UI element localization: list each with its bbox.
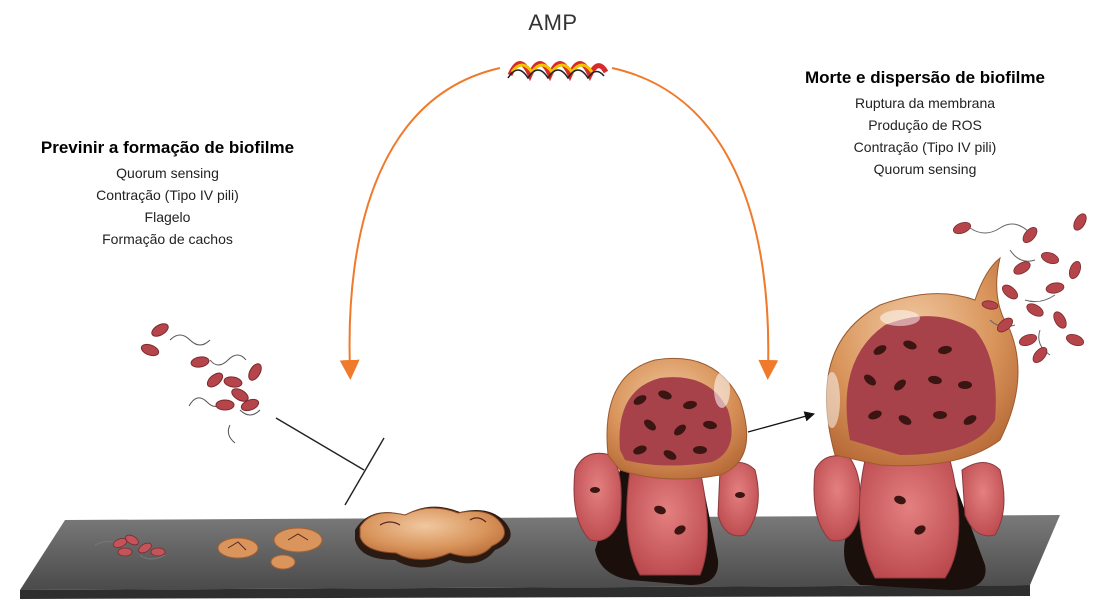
death-block: Morte e dispersão de biofilme Ruptura da…: [755, 68, 1095, 180]
prevent-item: Formação de cachos: [0, 228, 335, 250]
inhibition-marker: [276, 418, 384, 505]
amp-label: AMP: [513, 10, 593, 36]
prevent-item: Quorum sensing: [0, 162, 335, 184]
death-item: Quorum sensing: [755, 158, 1095, 180]
prevent-item: Contração (Tipo IV pili): [0, 184, 335, 206]
progression-arrow: [748, 415, 810, 432]
prevent-item: Flagelo: [0, 206, 335, 228]
amp-helix-icon: [508, 64, 606, 79]
prevent-block: Previnir a formação de biofilme Quorum s…: [0, 138, 335, 250]
death-title: Morte e dispersão de biofilme: [755, 68, 1095, 88]
planktonic-bacteria: [140, 321, 264, 443]
death-item: Contração (Tipo IV pili): [755, 136, 1095, 158]
death-item: Ruptura da membrana: [755, 92, 1095, 114]
death-list: Ruptura da membrana Produção de ROS Cont…: [755, 92, 1095, 180]
death-item: Produção de ROS: [755, 114, 1095, 136]
arrow-to-prevent: [350, 68, 500, 370]
prevent-title: Previnir a formação de biofilme: [0, 138, 335, 158]
prevent-list: Quorum sensing Contração (Tipo IV pili) …: [0, 162, 335, 250]
arrow-to-death: [612, 68, 768, 370]
